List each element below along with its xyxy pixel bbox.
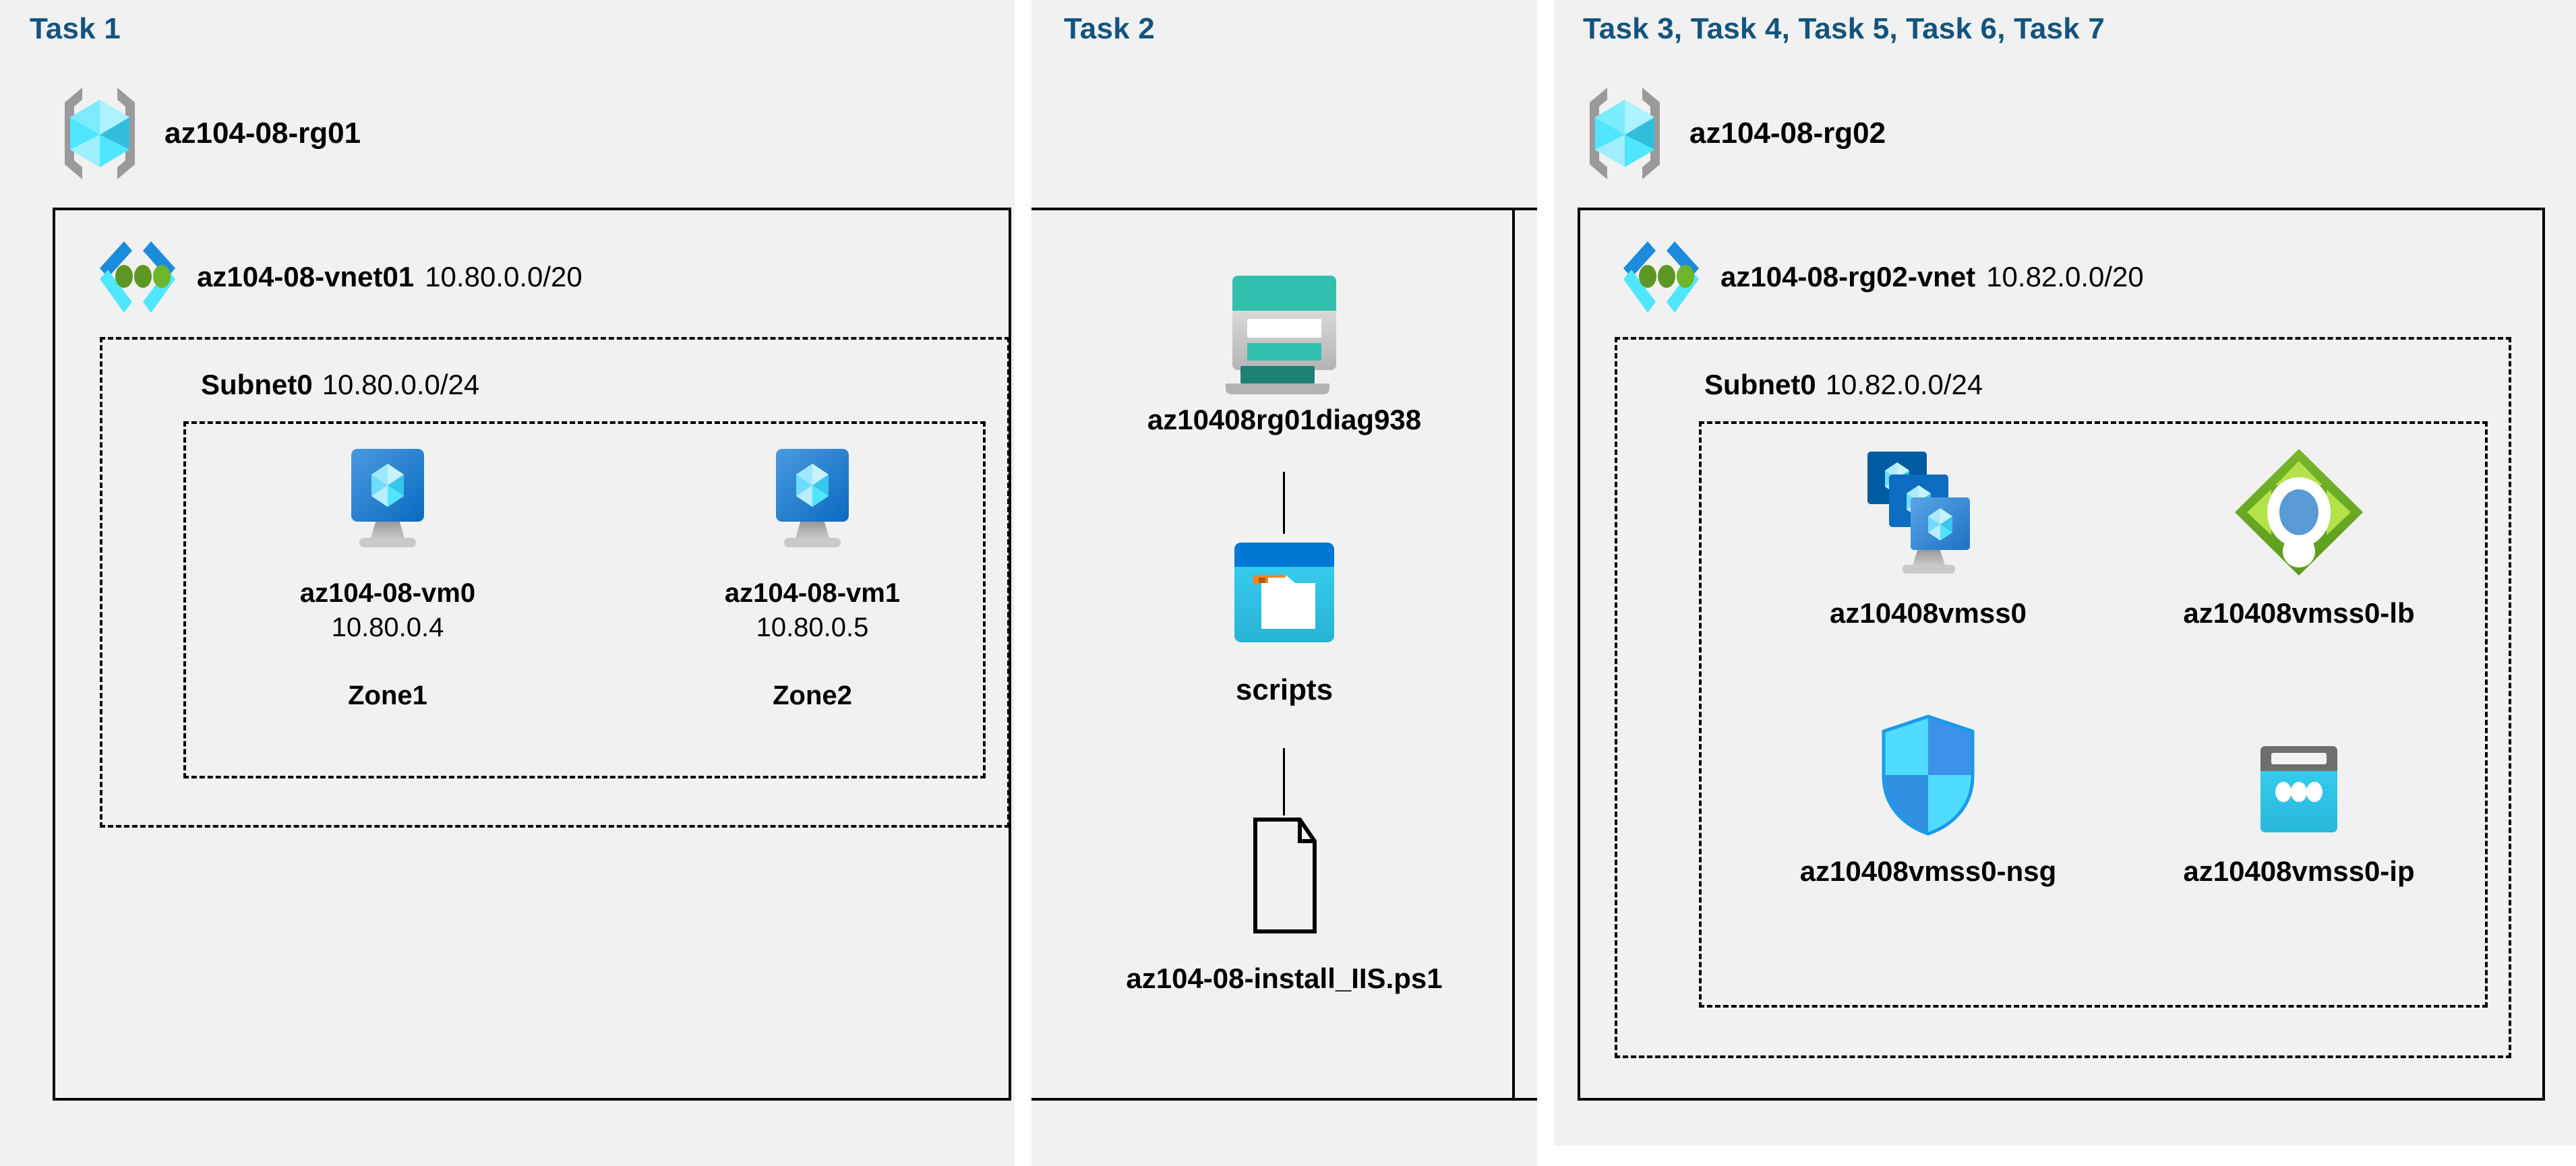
blob-container-icon: [1224, 536, 1345, 650]
virtual-machine-icon: [758, 445, 866, 551]
vm-name: az104-08-vm0: [299, 578, 476, 608]
task3-subnet-cidr: 10.82.0.0/24: [1825, 369, 1983, 400]
virtual-network-icon: [1618, 237, 1704, 317]
task1-resource-group-name: az104-08-rg01: [164, 116, 361, 150]
file-document-icon: [1240, 816, 1328, 937]
vm-ip: 10.80.0.4: [331, 613, 444, 642]
task3-subnet-name: Subnet0: [1704, 369, 1816, 400]
vm-scale-set-icon: [1854, 445, 2002, 580]
vm-ip: 10.80.0.5: [756, 613, 869, 642]
task1-vnet-box: [53, 208, 1011, 1101]
ip-name: az10408vmss0-ip: [2183, 855, 2415, 887]
storage-account-icon: [1220, 266, 1348, 381]
panel-task3: [1554, 0, 2576, 1146]
file-name: az104-08-install_IIS.ps1: [1126, 962, 1443, 994]
storage-account-name: az10408rg01diag938: [1147, 404, 1422, 435]
gutter-1: [1015, 0, 1031, 1166]
task1-subnet-header: Subnet0 10.80.0.0/24: [201, 369, 479, 401]
vm-node-az104-08-vm1[interactable]: az104-08-vm1 10.80.0.5 Zone2: [698, 445, 927, 711]
vmss-node-az10408vmss0[interactable]: az10408vmss0: [1773, 445, 2083, 630]
task3-vnet-cidr: 10.82.0.0/20: [1986, 261, 2144, 293]
vm-name: az104-08-vm1: [724, 578, 901, 608]
connector-storage-to-scripts: [1283, 472, 1285, 534]
virtual-network-icon: [94, 237, 181, 317]
resource-group-icon: [1578, 81, 1672, 185]
task2-title: Task 2: [1064, 12, 1155, 45]
task3-resource-group: az104-08-rg02: [1578, 81, 1886, 185]
task3-title: Task 3, Task 4, Task 5, Task 6, Task 7: [1583, 12, 2105, 45]
nsg-node-az10408vmss0-nsg[interactable]: az10408vmss0-nsg: [1760, 711, 2097, 888]
task3-vnet-name: az104-08-rg02-vnet: [1720, 261, 1976, 293]
storage-icon-base: [1226, 383, 1329, 394]
task3-vnet-box: [1578, 208, 2545, 1101]
file-node-install-iis[interactable]: az104-08-install_IIS.ps1: [1058, 816, 1510, 995]
task1-vnet-cidr: 10.80.0.0/20: [425, 261, 582, 293]
panel-task1: [0, 0, 1015, 1166]
task1-title: Task 1: [30, 12, 121, 45]
nsg-name: az10408vmss0-nsg: [1799, 855, 2057, 887]
resource-group-icon: [53, 81, 147, 185]
task3-resource-group-name: az104-08-rg02: [1689, 116, 1886, 150]
ip-node-az10408vmss0-ip[interactable]: az10408vmss0-ip: [2144, 738, 2454, 888]
vm-zone: Zone2: [773, 681, 852, 710]
task2-box-right-edge: [1512, 208, 1515, 1101]
task1-subnet-name: Subnet0: [201, 369, 313, 400]
vmss-name: az10408vmss0: [1830, 597, 2027, 629]
storage-node-az10408rg01diag938[interactable]: az10408rg01diag938: [1079, 266, 1490, 436]
task2-box: [1031, 208, 1537, 1101]
lb-name: az10408vmss0-lb: [2183, 597, 2415, 629]
task3-subnet-box: [1615, 337, 2511, 1058]
storage-icon-row-dark: [1240, 366, 1315, 383]
task1-vnet-name: az104-08-vnet01: [197, 261, 415, 293]
task3-vnet-header: az104-08-rg02-vnet 10.82.0.0/20: [1618, 237, 2144, 317]
task3-subnet-header: Subnet0 10.82.0.0/24: [1704, 369, 1983, 401]
vm-zone: Zone1: [348, 681, 427, 710]
public-ip-address-icon: [2248, 738, 2349, 839]
task3-resource-group-box: [1699, 421, 2488, 1008]
gutter-2: [1537, 0, 1554, 1166]
container-name: scripts: [1235, 673, 1334, 706]
task1-vnet-header: az104-08-vnet01 10.80.0.0/20: [94, 237, 582, 317]
container-node-scripts[interactable]: scripts: [1146, 536, 1422, 707]
lb-node-az10408vmss0-lb[interactable]: az10408vmss0-lb: [2137, 445, 2461, 630]
task1-resource-group: az104-08-rg01: [53, 81, 361, 185]
load-balancer-icon: [2228, 445, 2370, 580]
task1-vm-group-box: [183, 421, 986, 778]
task1-subnet-cidr: 10.80.0.0/24: [322, 369, 480, 400]
virtual-machine-icon: [334, 445, 442, 551]
network-security-group-icon: [1874, 711, 1982, 839]
vm-node-az104-08-vm0[interactable]: az104-08-vm0 10.80.0.4 Zone1: [273, 445, 502, 711]
connector-scripts-to-file: [1283, 748, 1285, 816]
task1-subnet-box: [100, 337, 1010, 828]
